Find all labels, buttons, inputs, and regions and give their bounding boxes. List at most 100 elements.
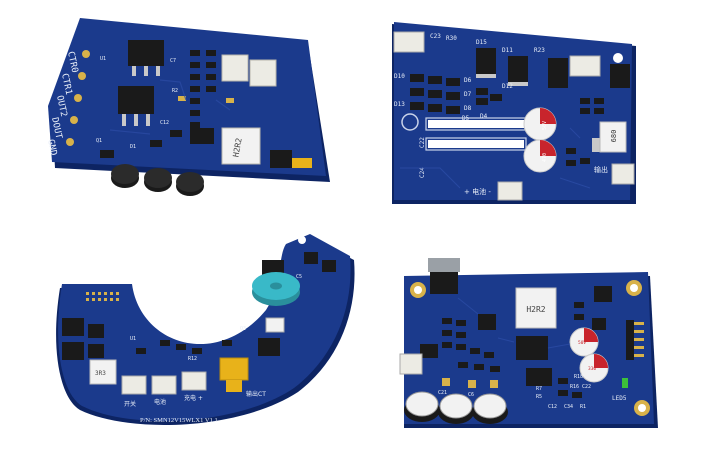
connector-white xyxy=(121,371,207,395)
ic-chip xyxy=(190,128,214,144)
ic-chip xyxy=(270,150,292,168)
led-indicator xyxy=(622,378,628,388)
cap-label: 50V xyxy=(542,121,548,130)
connector-label: 开关 xyxy=(124,400,136,408)
silk-label: Q3 xyxy=(240,326,246,332)
silk-label: C6 xyxy=(468,392,474,398)
inductor xyxy=(221,54,277,87)
connector-white xyxy=(393,31,601,77)
silk-label: C24 xyxy=(419,167,426,178)
connector-label: 电池 xyxy=(154,398,166,406)
smd-diode xyxy=(476,48,630,88)
connector-output xyxy=(611,163,635,185)
silk-label: R7 xyxy=(536,386,542,392)
ic-chip xyxy=(420,314,552,386)
silk-label: C12 xyxy=(548,404,557,410)
smd-components xyxy=(442,286,612,398)
pin-header xyxy=(626,320,644,360)
inductor-label: 3R3 xyxy=(95,370,106,377)
silk-label: D8 xyxy=(464,105,472,112)
electrolytic-capacitor xyxy=(569,327,609,383)
silk-label: R2 xyxy=(172,88,178,94)
silk-label: D4 xyxy=(480,113,488,120)
led-label: LED5 xyxy=(612,395,627,402)
mosfet xyxy=(62,318,104,360)
pcb-board-bottom-right: H2R2 50V 330 LED5 R16 xyxy=(399,258,658,428)
connector-white xyxy=(399,353,423,375)
pcb-board-top-left: CTR0 CTR1 OUT2 DOUT GND H2R2 U1 C7 R2 xyxy=(45,18,330,196)
silk-label: D10 xyxy=(394,73,405,80)
silk-label: R1 xyxy=(580,404,586,410)
mounting-hole xyxy=(613,53,623,63)
mosfet xyxy=(118,86,154,126)
silk-label: C21 xyxy=(438,390,447,396)
svg-text:CTR0: CTR0 xyxy=(65,51,79,74)
silk-label: Q1 xyxy=(96,138,102,144)
pcb-board-bottom-left: 3R3 开关 电池 充电 + 输出CT P/N: SMN12V15WLX1 V1… xyxy=(56,234,355,425)
edge-label: GND xyxy=(45,139,58,157)
connector-label: 输出CT xyxy=(246,390,266,398)
silk-label: R12 xyxy=(188,356,197,362)
silk-label: D12 xyxy=(502,83,513,90)
silk-label: D6 xyxy=(464,77,472,84)
silk-label: C22 xyxy=(582,384,591,390)
inductor-label: H2R2 xyxy=(231,137,243,158)
silk-label: D11 xyxy=(502,47,513,54)
mosfet xyxy=(128,40,164,76)
smd-components xyxy=(136,252,336,354)
silk-label: C7 xyxy=(170,58,176,64)
connector-battery xyxy=(497,181,523,201)
output-label: 输出 xyxy=(594,165,608,174)
silk-label: D15 xyxy=(476,39,487,46)
inductor-label: 680 xyxy=(610,130,618,143)
connector-label: 充电 + xyxy=(184,394,203,402)
part-number: P/N: SMN12V15WLX1 V1.1 xyxy=(140,417,218,424)
electrolytic-capacitor xyxy=(523,107,557,173)
cap-label: 330 xyxy=(588,366,596,372)
silk-label: R5 xyxy=(536,394,542,400)
edge-label: OUT2 xyxy=(54,95,68,118)
silk-label: D13 xyxy=(394,101,405,108)
smd-components xyxy=(100,50,234,158)
electrolytic-capacitor xyxy=(404,391,508,424)
silk-label: D7 xyxy=(464,91,472,98)
silk-label: U1 xyxy=(100,56,106,62)
edge-label: CTR1 xyxy=(59,73,73,96)
silk-label: C5 xyxy=(296,274,302,280)
silk-label: C22 xyxy=(419,137,426,148)
pcb-board-top-right: C23 R30 D15 R23 D11 D12 D10 D13 D6 D7 D8… xyxy=(392,22,636,204)
silk-label: R30 xyxy=(446,35,457,42)
silk-label: C12 xyxy=(160,120,169,126)
inductor-label: H2R2 xyxy=(526,305,545,314)
connector xyxy=(292,158,312,168)
pin-header xyxy=(86,292,119,301)
silk-label: D1 xyxy=(130,144,136,150)
silk-label: R18 xyxy=(574,374,583,380)
silk-label: R16 xyxy=(570,384,579,390)
push-button xyxy=(265,317,285,333)
mounting-hole xyxy=(401,113,419,131)
xt-connector xyxy=(219,357,249,381)
inductor-h2r2: H2R2 xyxy=(515,287,557,329)
mounting-hole xyxy=(298,236,306,244)
buzzer xyxy=(252,260,300,306)
electrolytic-capacitor xyxy=(111,164,204,196)
cap-label: 470 xyxy=(542,153,548,162)
edge-labels: CTR0 xyxy=(65,51,79,74)
edge-label: DOUT xyxy=(49,117,63,141)
silk-label: C23 xyxy=(430,33,441,40)
smd-components xyxy=(410,74,604,166)
edge-pads xyxy=(66,50,90,146)
voltage-regulator xyxy=(428,258,460,294)
smd-diode xyxy=(258,338,280,356)
silk-label: R23 xyxy=(534,47,545,54)
silk-label: C34 xyxy=(564,404,573,410)
mounting-hole xyxy=(410,280,650,416)
cap-label: 50V xyxy=(578,340,586,346)
inductor-680: 680 xyxy=(599,121,627,153)
silk-label: U1 xyxy=(130,336,136,342)
battery-label: + 电池 - xyxy=(464,187,491,196)
inductor-h2r2: H2R2 xyxy=(221,127,261,165)
inductor-3r3 xyxy=(89,359,117,385)
capacitor-yellow xyxy=(442,378,498,388)
